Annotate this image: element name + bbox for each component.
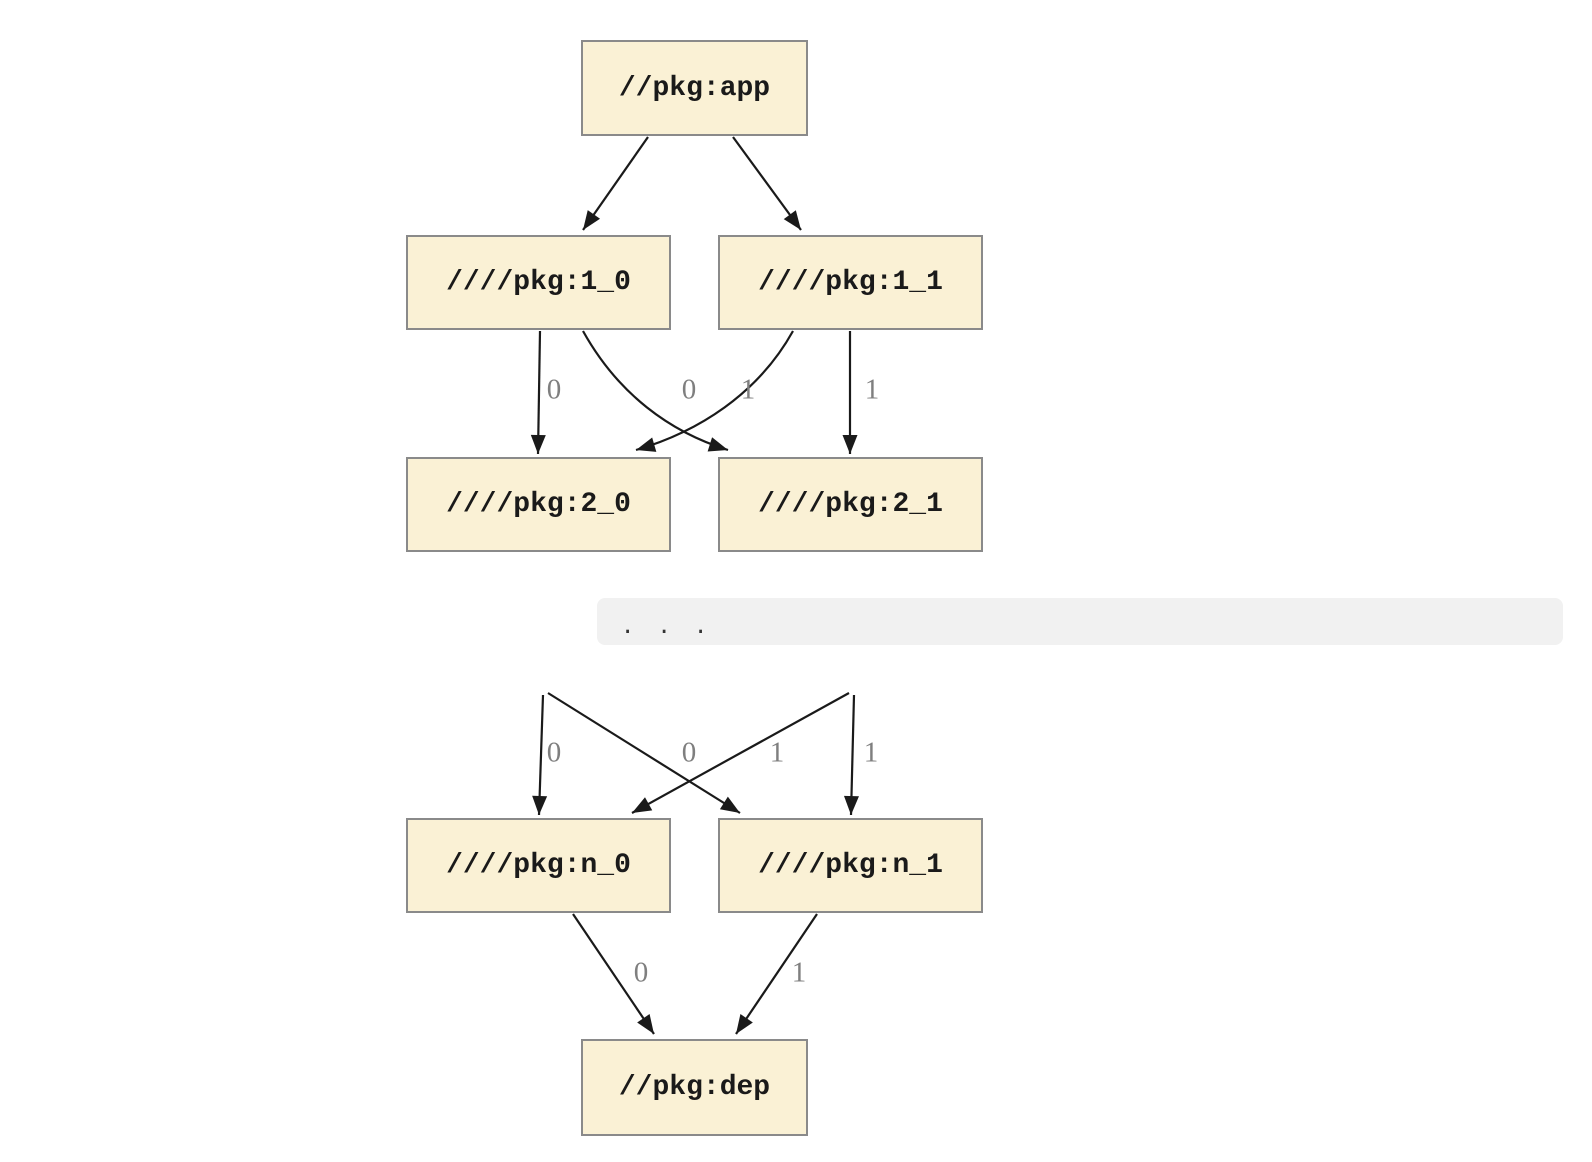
node-pkg-1_1-label: ////pkg:1_1 xyxy=(758,267,943,298)
node-pkg-n_0-label: ////pkg:n_0 xyxy=(446,850,631,881)
edge-label-1_0-2_0: 0 xyxy=(546,373,562,406)
ellipsis-text: . . . xyxy=(621,614,713,639)
edge-hidden-left-to-n_0 xyxy=(532,694,548,816)
node-pkg-n_1: ////pkg:n_1 xyxy=(718,818,983,913)
edge-label-1_1-2_1: 1 xyxy=(864,373,880,406)
node-pkg-app: //pkg:app xyxy=(581,40,808,136)
edge-label-1_1-2_0: 0 xyxy=(681,373,697,406)
edge-label-n_0-dep: 0 xyxy=(633,956,649,989)
edge-label-1_0-2_1: 1 xyxy=(740,373,756,406)
edge-1_0-to-2_0 xyxy=(530,330,546,455)
edge-1_0-to-2_1 xyxy=(582,330,729,452)
edge-hidden-right-to-n_1 xyxy=(843,694,859,816)
edge-app-to-1_1 xyxy=(732,136,802,231)
node-pkg-n_1-label: ////pkg:n_1 xyxy=(758,850,943,881)
edge-1_1-to-2_0 xyxy=(635,330,794,452)
edge-label-hidden-n_1-mid: 1 xyxy=(769,736,785,769)
node-pkg-1_0-label: ////pkg:1_0 xyxy=(446,267,631,298)
node-pkg-dep-label: //pkg:dep xyxy=(618,1072,771,1103)
node-pkg-app-label: //pkg:app xyxy=(618,72,771,104)
edge-label-hidden-n_0-left: 0 xyxy=(546,736,562,769)
node-pkg-2_0: ////pkg:2_0 xyxy=(406,457,671,552)
node-pkg-1_1: ////pkg:1_1 xyxy=(718,235,983,330)
node-pkg-2_0-label: ////pkg:2_0 xyxy=(446,489,631,520)
edge-app-to-1_0 xyxy=(582,136,649,231)
edge-hidden-left-to-n_1 xyxy=(547,692,741,814)
edge-label-hidden-n_0-mid: 0 xyxy=(681,736,697,769)
ellipsis-band: . . . xyxy=(597,598,1563,645)
node-pkg-1_0: ////pkg:1_0 xyxy=(406,235,671,330)
node-pkg-dep: //pkg:dep xyxy=(581,1039,808,1136)
edge-hidden-right-to-n_0 xyxy=(631,692,850,814)
node-pkg-2_1-label: ////pkg:2_1 xyxy=(758,489,943,520)
edge-label-n_1-dep: 1 xyxy=(791,956,807,989)
node-pkg-n_0: ////pkg:n_0 xyxy=(406,818,671,913)
edge-label-hidden-n_1-right: 1 xyxy=(863,736,879,769)
node-pkg-2_1: ////pkg:2_1 xyxy=(718,457,983,552)
